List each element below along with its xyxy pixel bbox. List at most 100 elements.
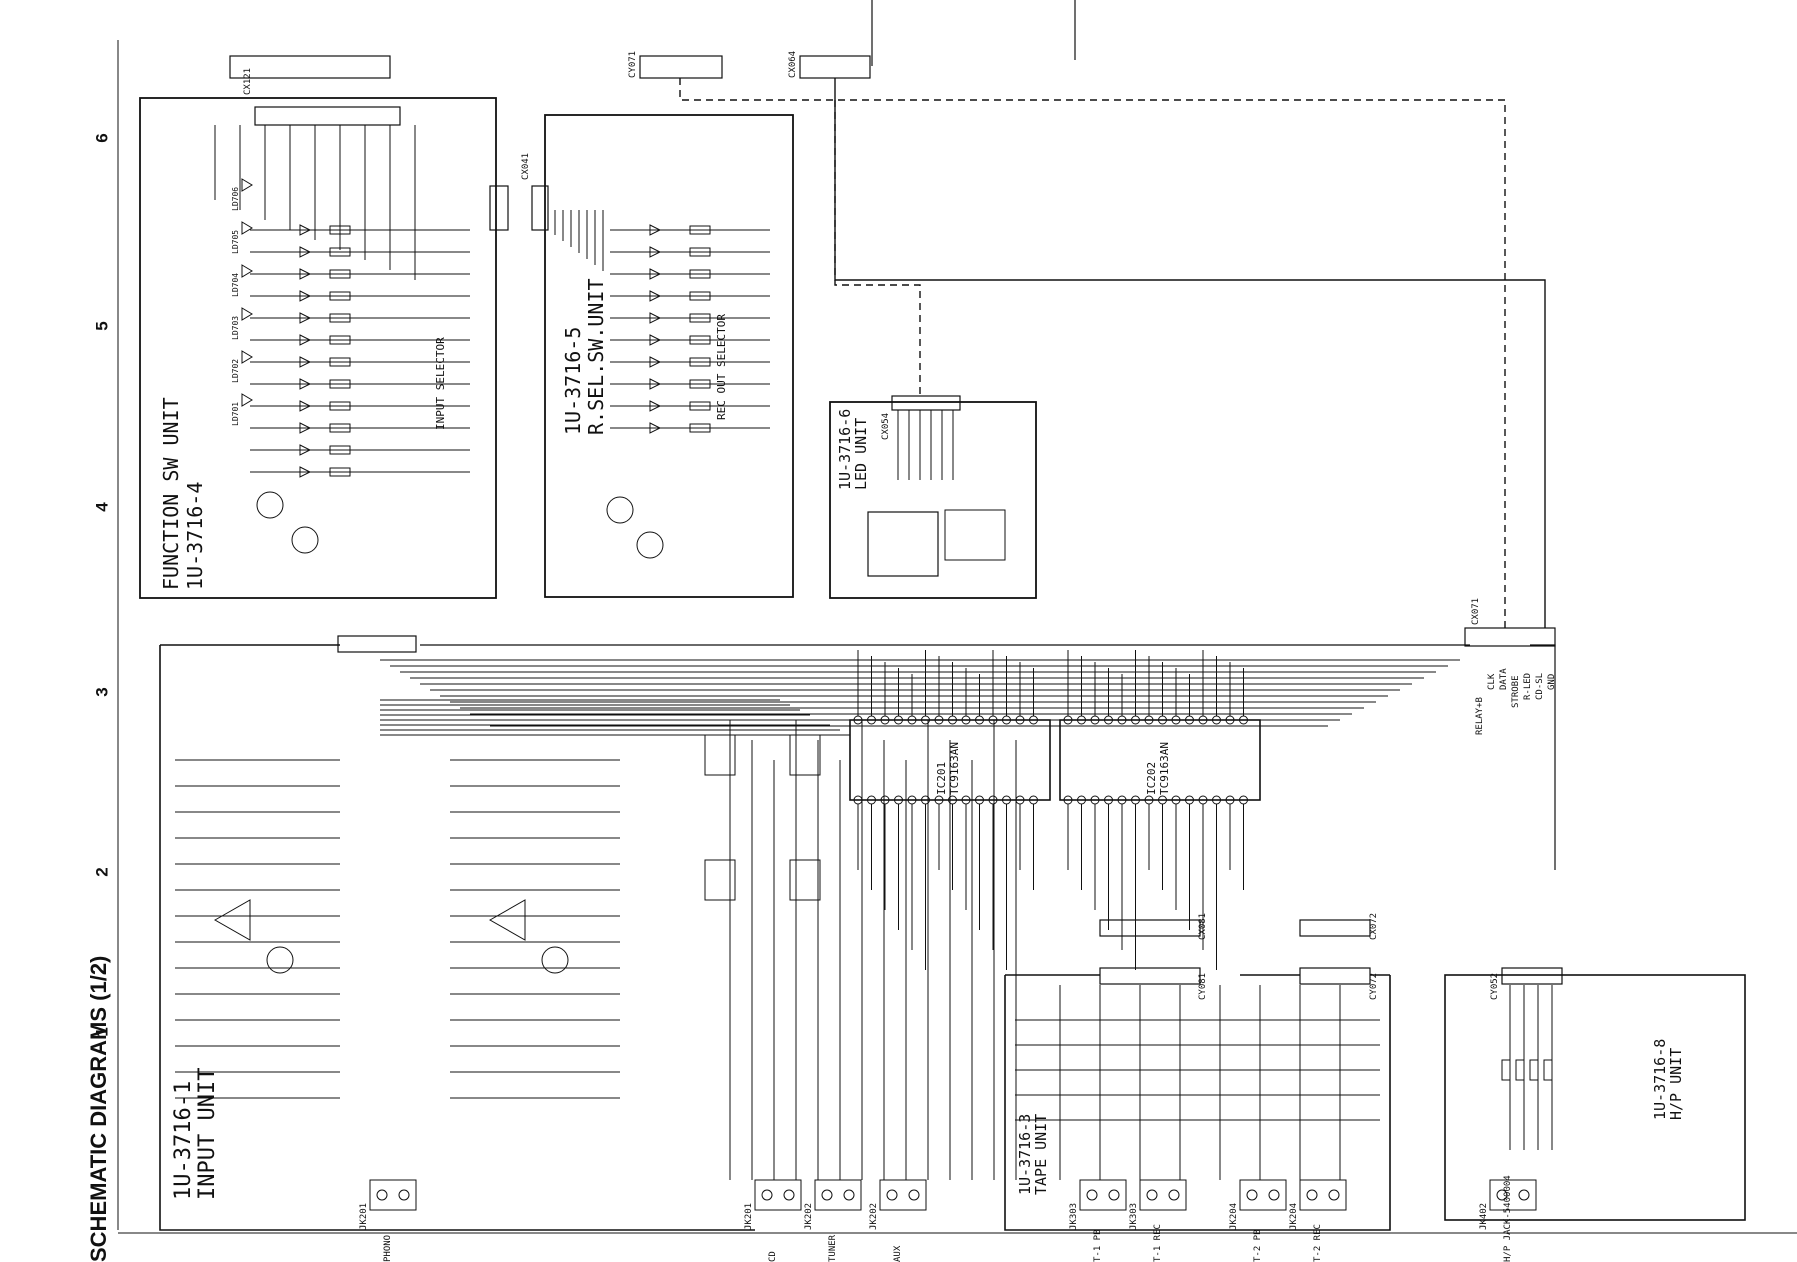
ic-pin [1002,715,1011,725]
led-symbol [241,307,253,321]
svg-text:CY071: CY071 [628,51,638,78]
rca-jack [1239,1179,1287,1211]
ic202-ref: IC202 [1145,762,1158,795]
connector-cx061 [337,635,417,653]
svg-text:CX054: CX054 [881,413,891,440]
relay-symbol [704,734,736,776]
jack-ref: JK303 [1129,1203,1139,1230]
transistor-symbol [541,946,569,974]
diode [299,268,312,280]
tape-unit-frame [1004,975,1391,1231]
svg-text:CX071: CX071 [1471,598,1481,625]
jack-label: T-2 PB [1253,1229,1263,1262]
resistor [689,313,711,323]
jack-pin [761,1189,773,1201]
input-unit-name: INPUT UNIT [195,1068,220,1200]
jack-ref: JK202 [804,1203,814,1230]
ic-pin [1198,795,1208,805]
ic-pin [1077,715,1086,725]
unit-labels: FUNCTION SW UNIT 1U-3716-4 INPUT SELECTO… [159,278,1685,1200]
ic-pin [1117,715,1127,725]
resistor [1515,1059,1525,1081]
jack-ref: JK204 [1289,1203,1299,1230]
jack-pin [1306,1189,1318,1201]
resistor [689,247,711,257]
diode [299,224,312,236]
resistor [1543,1059,1553,1081]
ic-pin [1212,795,1221,805]
ic201-part: TC9163AN [948,742,961,795]
ic-pin [1131,795,1140,805]
ic202-part: TC9163AN [1158,742,1171,795]
connector-cx071 [1464,627,1556,647]
jack-pin [1168,1189,1180,1201]
jack-label: T-1 PB [1093,1229,1103,1262]
ic-pin [921,795,930,805]
ic-pin [1015,715,1025,725]
jack-pin [783,1189,795,1201]
ic-pin [948,795,957,805]
jack-pin [1086,1189,1098,1201]
hp-unit-code: 1U-3716-8 [1651,1039,1669,1120]
tape-unit-code: 1U-3716-3 [1016,1114,1034,1195]
jack-pin [376,1189,388,1201]
jack-label: T-2 REC [1313,1224,1323,1262]
jack-ref: JK201 [744,1203,754,1230]
ic-pin [1225,715,1235,725]
input-selector-label: INPUT SELECTOR [434,337,447,430]
resistor [329,225,351,235]
rca-jack [1489,1179,1537,1211]
jack-pin [908,1189,920,1201]
tape-unit-name: TAPE UNIT [1032,1114,1050,1195]
function-sw-unit-code: 1U-3716-4 [183,482,207,590]
ic-pin [880,715,890,725]
resistor [1501,1059,1511,1081]
jack-ref: JK204 [1229,1203,1239,1230]
ic-pin [975,715,984,725]
jack-pin [1328,1189,1340,1201]
cx071-signal-labels: RELAY+B CLK DATA STROBE R-LED CD-SL GND [1475,668,1557,735]
connector-labels: CX121 CX041 CX071 CX054 CX081 CY081 CX07… [243,51,1500,1000]
svg-text:CX041: CX041 [521,153,531,180]
jack-pin [1496,1189,1508,1201]
rca-jack [1079,1179,1127,1211]
input-unit-code: 1U-3716-1 [171,1081,196,1200]
ic-pin [948,715,957,725]
ic201-ref: IC201 [935,762,948,795]
ic-pin [1198,715,1208,725]
resistor [689,225,711,235]
led-unit-code: 1U-3716-6 [836,409,854,490]
connector-cx081-fn [489,185,509,231]
diode [649,312,662,324]
jack-pin [843,1189,855,1201]
jack-ref: JK202 [869,1203,879,1230]
transistor-symbol [636,531,664,559]
ic-pin [961,715,971,725]
dashed-control-line [679,78,1546,628]
wiring-bundle [175,125,1553,1180]
jack-pin [1268,1189,1280,1201]
jack-label: CD [768,1251,778,1262]
transistor-symbol [256,491,284,519]
svg-text:GND: GND [1547,674,1557,690]
component-symbols [213,178,1553,1211]
jack-label: T-1 REC [1153,1224,1163,1262]
svg-text:CY052: CY052 [1490,973,1500,1000]
jack-pin [821,1189,833,1201]
svg-text:STROBE: STROBE [1511,675,1521,708]
svg-text:CD-SL: CD-SL [1535,673,1545,700]
diode [649,356,662,368]
jack-ref: JK201 [359,1203,369,1230]
svg-text:CX081: CX081 [1198,913,1208,940]
relay-symbol [789,859,821,901]
ic-pin [1015,795,1025,805]
ic-pin [1158,715,1167,725]
opamp-symbol [213,899,251,941]
resistor [689,335,711,345]
ic-pin [1144,795,1154,805]
jack-pin [398,1189,410,1201]
ic-pin [934,795,944,805]
